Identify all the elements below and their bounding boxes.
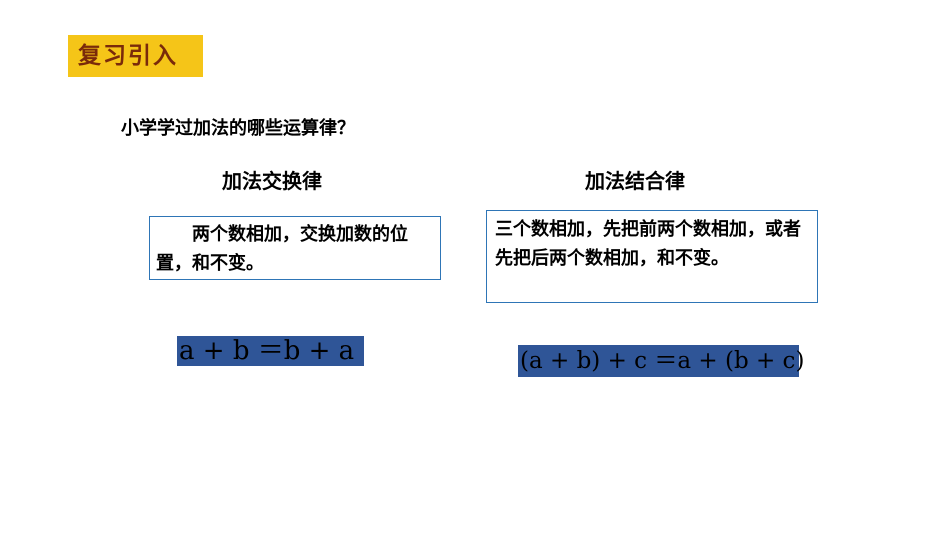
question-text: 小学学过加法的哪些运算律？ [121, 118, 355, 139]
section-label: 复习引入 [68, 35, 203, 77]
commutative-law-description: 两个数相加，交换加数的位置，和不变。 [149, 216, 441, 280]
commutative-law-heading: 加法交换律 [222, 169, 322, 193]
commutative-law-formula: a + b ＝b + a [177, 336, 364, 366]
associative-law-heading: 加法结合律 [585, 169, 685, 193]
associative-law-formula: (a + b) + c ＝a + (b + c) [518, 345, 804, 377]
associative-law-description: 三个数相加，先把前两个数相加，或者先把后两个数相加，和不变。 [486, 210, 818, 303]
